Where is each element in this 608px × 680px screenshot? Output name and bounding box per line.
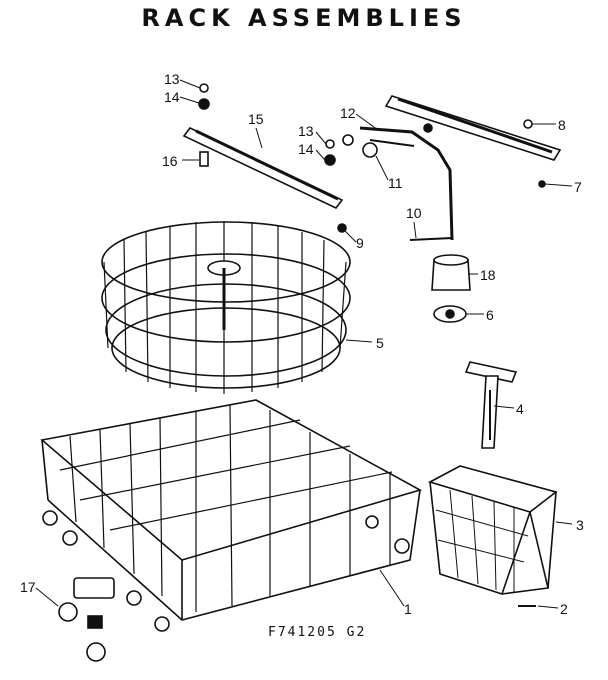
spray-pipe: [342, 123, 454, 241]
callout-label: 2: [560, 601, 568, 617]
callout-label: 18: [480, 267, 496, 283]
upper-round-rack: [101, 221, 351, 394]
callout-label: 14: [164, 89, 180, 105]
callout-label: 4: [516, 401, 524, 417]
callout-label: 8: [558, 117, 566, 133]
callout-label: 3: [576, 517, 584, 533]
callout-label: 6: [486, 307, 494, 323]
callout-label: 7: [574, 179, 582, 195]
callout-label: 9: [356, 235, 364, 251]
callout-label: 16: [162, 153, 178, 169]
pin: [409, 237, 453, 241]
spray-connector: [431, 254, 471, 323]
callout-label: 5: [376, 335, 384, 351]
callout-label: 14: [298, 141, 314, 157]
leader-lines: [35, 79, 573, 609]
hardware-pieces: [198, 83, 546, 607]
silverware-basket: [427, 465, 558, 596]
callout-labels: 13 14 15 16 13 14 12 11 8 7 9 10 18 6 5 …: [20, 71, 584, 617]
callout-label: 1: [404, 601, 412, 617]
lower-rack: [40, 399, 423, 632]
callout-label: 17: [20, 579, 36, 595]
upper-rail-right: [384, 95, 562, 161]
upper-rail-left: [182, 126, 344, 210]
callout-label: 13: [164, 71, 180, 87]
callout-label: 12: [340, 105, 356, 121]
callout-label: 11: [388, 175, 403, 191]
callout-label: 15: [248, 111, 264, 127]
drawing-code: F741205 G2: [268, 625, 367, 640]
callout-label: 10: [406, 205, 422, 221]
rack-wheels: [58, 577, 115, 662]
basket-handle: [464, 361, 518, 449]
diagram-title: RACK ASSEMBLIES: [141, 4, 467, 32]
callout-label: 13: [298, 123, 314, 139]
